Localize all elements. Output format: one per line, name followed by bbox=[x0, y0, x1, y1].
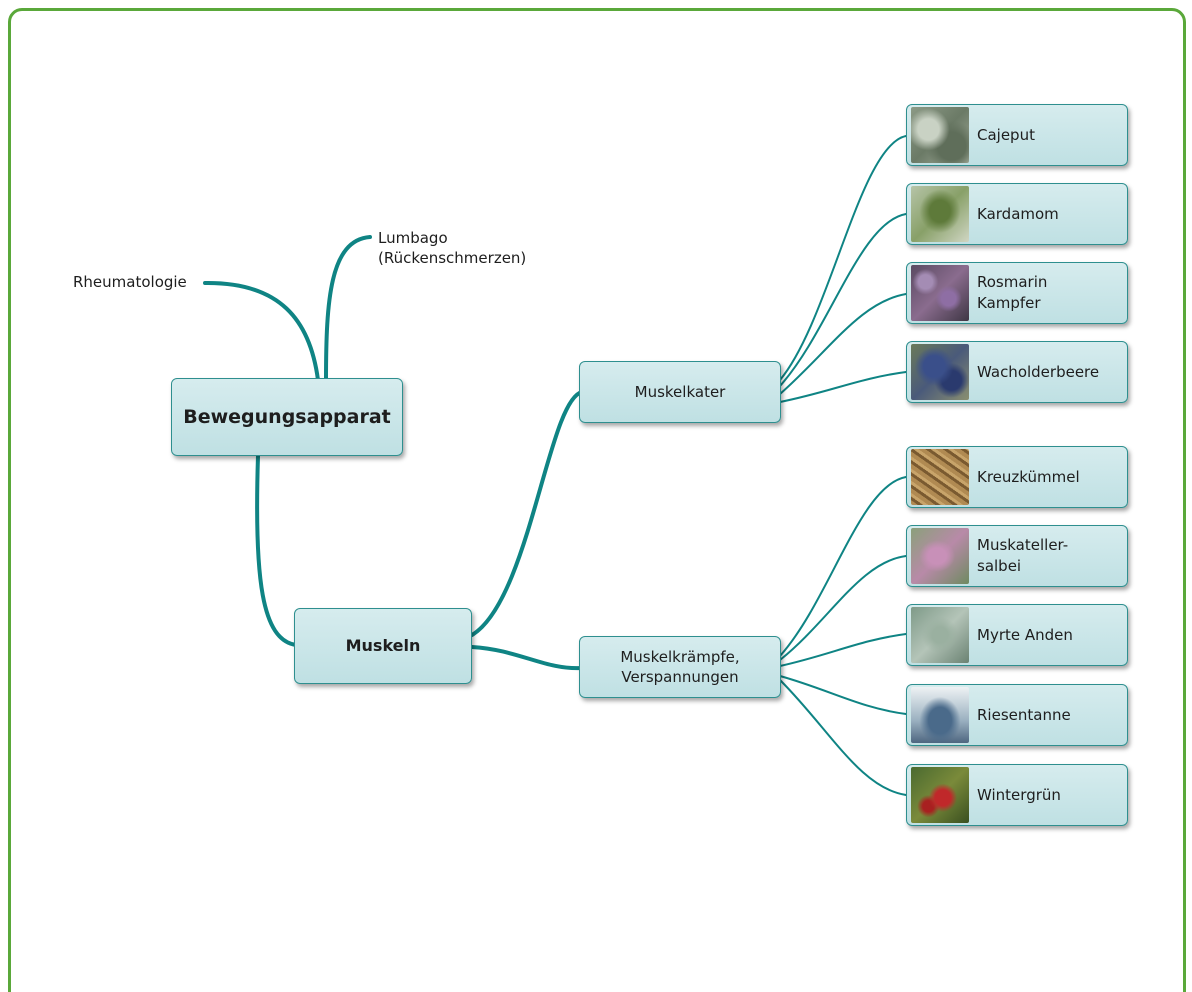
wacholderbeere-thumbnail bbox=[911, 344, 969, 400]
connector-kreuzkuemmel bbox=[779, 476, 907, 657]
leaf-cajeput: Cajeput bbox=[906, 104, 1128, 166]
connector-kraempfe bbox=[470, 645, 584, 671]
rheumatologie-label: Rheumatologie bbox=[73, 273, 187, 291]
riesentanne-thumbnail bbox=[911, 687, 969, 743]
connector-rheumatologie bbox=[203, 280, 320, 382]
muskelkraempfe-node: Muskelkrämpfe, Verspannungen bbox=[579, 636, 781, 698]
muskatellersalbei-line-1: Muskateller- bbox=[977, 536, 1069, 554]
leaf-rosmarin-kampfer: Rosmarin Kampfer bbox=[906, 262, 1128, 324]
muskeln-node: Muskeln bbox=[294, 608, 472, 684]
leaf-kreuzkuemmel: Kreuzkümmel bbox=[906, 446, 1128, 508]
lumbago-line-2: (Rückenschmerzen) bbox=[378, 249, 527, 267]
leaf-riesentanne: Riesentanne bbox=[906, 684, 1128, 746]
muskelkraempfe-line-2: Verspannungen bbox=[621, 668, 739, 686]
lumbago-line-1: Lumbago bbox=[378, 229, 448, 247]
diagram-frame bbox=[8, 8, 1186, 992]
muskelkater-label: Muskelkater bbox=[634, 383, 726, 401]
rosmarin-line-2: Kampfer bbox=[977, 294, 1041, 312]
muskatellersalbei-line-2: salbei bbox=[977, 557, 1022, 575]
leaf-wintergruen: Wintergrün bbox=[906, 764, 1128, 826]
wintergruen-label: Wintergrün bbox=[977, 785, 1061, 804]
connector-riesentanne bbox=[779, 675, 907, 715]
leaf-myrte-anden: Myrte Anden bbox=[906, 604, 1128, 666]
connector-muskelkater bbox=[470, 390, 584, 637]
kardamom-thumbnail bbox=[911, 186, 969, 242]
rosmarin-line-1: Rosmarin bbox=[977, 273, 1048, 291]
cajeput-label: Cajeput bbox=[977, 125, 1035, 144]
leaf-kardamom: Kardamom bbox=[906, 183, 1128, 245]
connector-lumbago bbox=[324, 235, 372, 382]
connector-myrte bbox=[779, 633, 907, 667]
muskatellersalbei-label: Muskateller- salbei bbox=[969, 535, 1068, 577]
muskatellersalbei-thumbnail bbox=[911, 528, 969, 584]
muskeln-label: Muskeln bbox=[345, 636, 421, 655]
muskelkraempfe-line-1: Muskelkrämpfe, bbox=[620, 648, 740, 666]
connector-wintergruen bbox=[779, 679, 907, 796]
riesentanne-label: Riesentanne bbox=[977, 705, 1071, 724]
connector-rosmarin bbox=[779, 293, 907, 395]
kreuzkuemmel-label: Kreuzkümmel bbox=[977, 467, 1080, 486]
kardamom-label: Kardamom bbox=[977, 204, 1059, 223]
myrte-thumbnail bbox=[911, 607, 969, 663]
connector-muskeln bbox=[255, 454, 298, 647]
connector-cajeput bbox=[779, 135, 907, 381]
connector-kardamom bbox=[779, 213, 907, 387]
connector-muskatellersalbei bbox=[779, 555, 907, 661]
wintergruen-thumbnail bbox=[911, 767, 969, 823]
kreuzkuemmel-thumbnail bbox=[911, 449, 969, 505]
wacholderbeere-label: Wacholderbeere bbox=[977, 362, 1100, 381]
rosmarin-label: Rosmarin Kampfer bbox=[969, 272, 1047, 314]
connector-wacholderbeere bbox=[779, 371, 907, 403]
root-node: Bewegungsapparat bbox=[171, 378, 403, 456]
rosmarin-thumbnail bbox=[911, 265, 969, 321]
lumbago-label: Lumbago (Rückenschmerzen) bbox=[378, 228, 526, 268]
leaf-muskatellersalbei: Muskateller- salbei bbox=[906, 525, 1128, 587]
cajeput-thumbnail bbox=[911, 107, 969, 163]
root-node-label: Bewegungsapparat bbox=[183, 406, 391, 428]
muskelkater-node: Muskelkater bbox=[579, 361, 781, 423]
leaf-wacholderbeere: Wacholderbeere bbox=[906, 341, 1128, 403]
myrte-label: Myrte Anden bbox=[977, 625, 1073, 644]
